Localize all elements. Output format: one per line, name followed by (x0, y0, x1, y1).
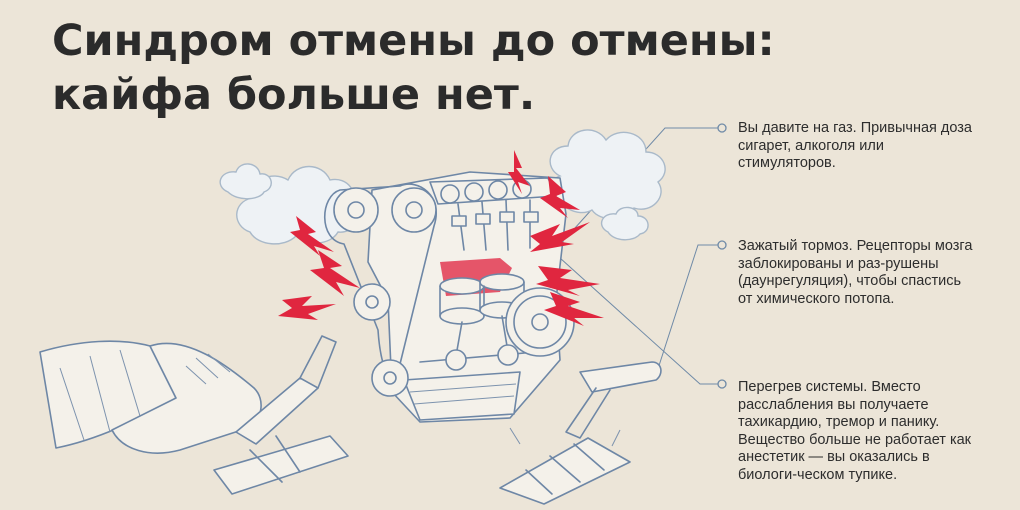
foot-on-gas-pedal (39, 335, 349, 495)
spark-bolt (544, 292, 604, 326)
oil-pan (403, 371, 521, 421)
valves (451, 199, 539, 251)
timing-belt (323, 183, 437, 397)
spark-bolt (278, 296, 336, 320)
leader-dot-brake (717, 240, 727, 250)
tensioner-pulley (353, 283, 391, 321)
callout-gas-pedal: Вы давите на газ. Привычная доза сигарет… (738, 120, 972, 171)
callout-leaders (559, 123, 727, 389)
title-line-1: Синдром отмены до отмены: (52, 16, 775, 66)
pedal-base (213, 435, 349, 495)
callout-overheat: Перегрев системы. Вместо расслабления вы… (738, 379, 972, 483)
spark-bolt (290, 216, 334, 256)
camshaft-lobes (440, 179, 532, 204)
engine-block (367, 171, 575, 423)
title-line-2: кайфа больше нет. (52, 70, 536, 120)
leader-line-overheat (559, 257, 722, 385)
spark-bolt (540, 176, 580, 218)
cam-pulley-right (391, 187, 437, 233)
crank-pulley (371, 359, 409, 397)
leader-line-brake (654, 244, 722, 379)
cam-pulley-left (333, 187, 379, 233)
smoke-left (219, 163, 357, 245)
spark-bolts (278, 150, 604, 326)
spark-bolt (508, 150, 530, 194)
leader-dot-overheat (717, 379, 727, 389)
leader-dot-gas (717, 123, 727, 133)
page-title: Синдром отмены до отмены: кайфа больше н… (52, 14, 812, 122)
spark-bolt (530, 222, 590, 252)
callout-brake: Зажатый тормоз. Рецепторы мозга заблокир… (738, 238, 973, 307)
spark-bolt (536, 266, 600, 296)
brake-pedal (499, 361, 662, 505)
crankshaft (419, 315, 537, 371)
spark-bolt (310, 250, 360, 296)
smoke-right (549, 129, 666, 241)
